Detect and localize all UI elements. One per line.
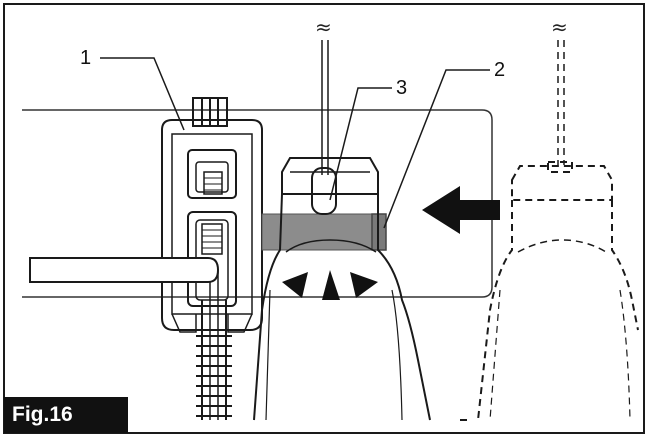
figure-frame [3, 3, 645, 434]
threaded-rod-teeth [196, 335, 232, 417]
break-mark-left: ≈ [315, 15, 332, 39]
handle-bar [29, 257, 220, 283]
figure-label: Fig.16 [4, 397, 128, 433]
break-mark-right: ≈ [551, 15, 568, 39]
bottle-dashed [460, 40, 639, 421]
bracket-assembly [161, 97, 263, 420]
callout-2: 2 [494, 59, 506, 81]
callout-leaders [100, 57, 490, 229]
radiating-wedge-icon [282, 270, 378, 300]
arrow-left-icon [422, 186, 500, 234]
callout-1: 1 [80, 47, 92, 69]
callout-3: 3 [396, 77, 408, 99]
bottle-solid [253, 40, 431, 421]
